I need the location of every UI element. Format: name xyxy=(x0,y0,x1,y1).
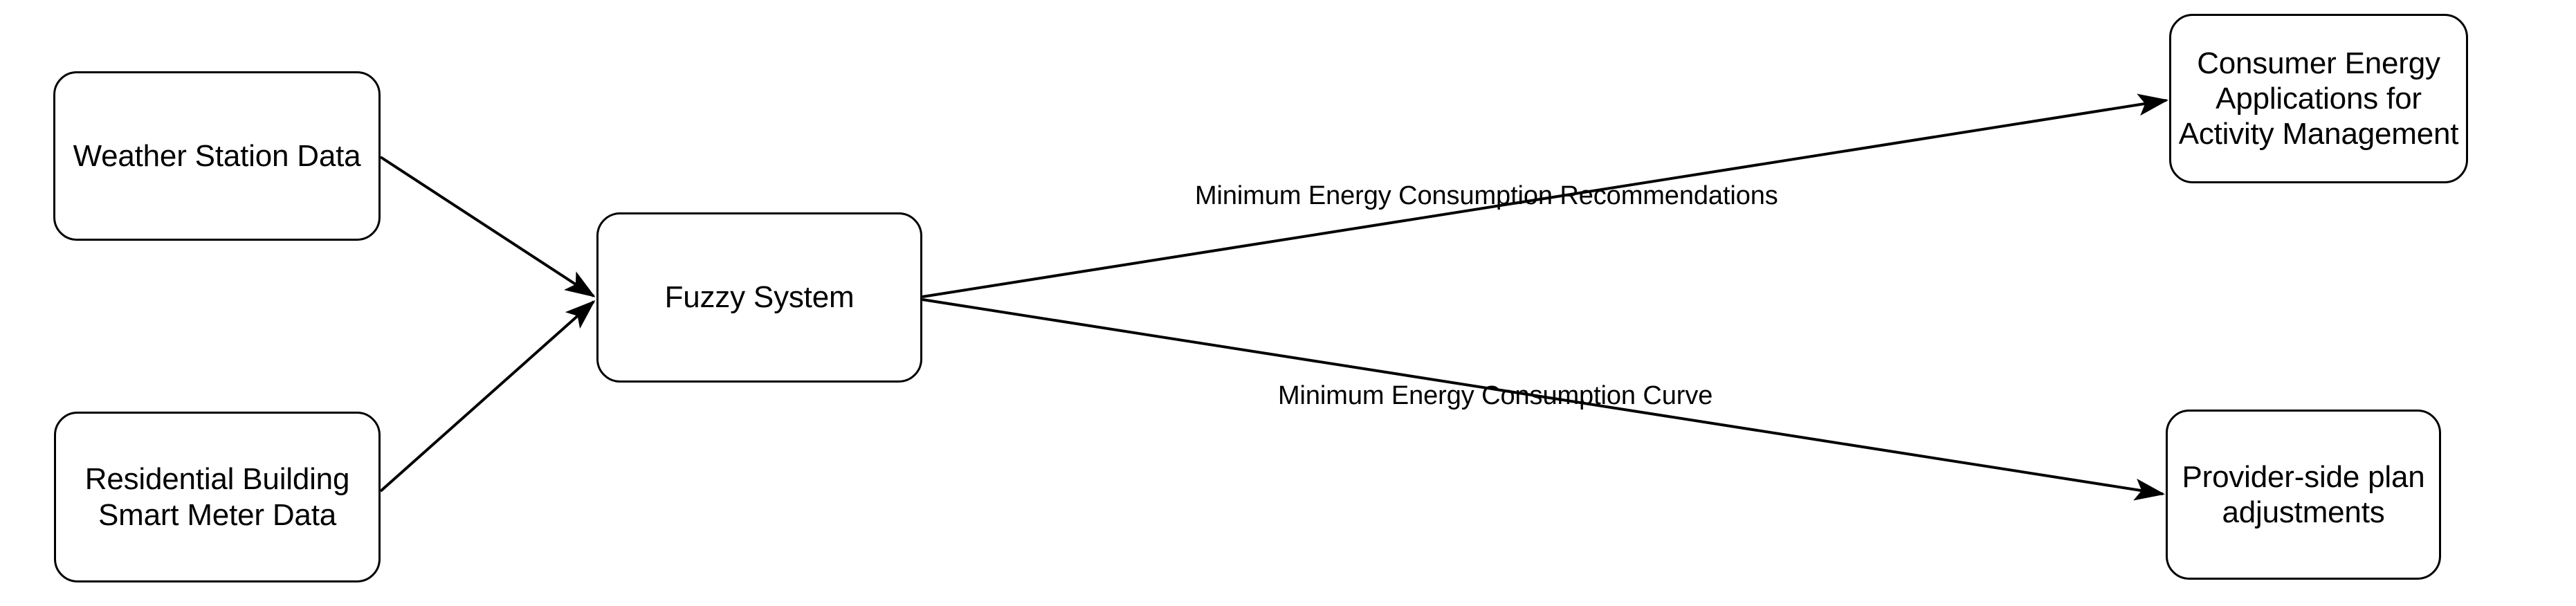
node-fuzzy-system[interactable]: Fuzzy System xyxy=(596,212,922,383)
edge-label-minimum-energy-consumption-recommendations: Minimum Energy Consumption Recommendatio… xyxy=(1195,181,1778,210)
node-residential-smart-meter-data[interactable]: Residential Building Smart Meter Data xyxy=(54,412,381,582)
node-weather-station-data[interactable]: Weather Station Data xyxy=(53,71,381,241)
edge-label-minimum-energy-consumption-curve: Minimum Energy Consumption Curve xyxy=(1278,381,1713,410)
node-provider-side-plan-adjustments[interactable]: Provider-side plan adjustments xyxy=(2166,410,2441,580)
edge-meter-to-fuzzy xyxy=(379,300,596,493)
edge-weather-to-fuzzy xyxy=(379,156,596,297)
node-consumer-energy-applications[interactable]: Consumer Energy Applications for Activit… xyxy=(2169,14,2468,183)
